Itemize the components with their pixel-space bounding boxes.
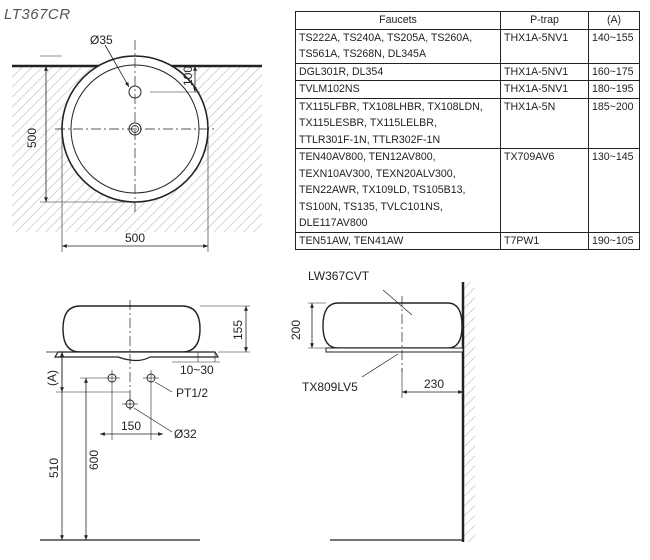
faucet-line: TEN22AWR, TX109LD, TS105B13, <box>299 184 466 196</box>
table-row: TS222A, TS240A, TS205A, TS260A, TS561A, T… <box>295 28 640 64</box>
faucet-line: TX115LESBR, TX115LELBR, <box>299 117 437 129</box>
width-label: 500 <box>125 231 145 245</box>
faucets-cell: TEN51AW, TEN41AW <box>295 231 501 250</box>
wall-hatch-side <box>463 282 475 542</box>
basin-rim <box>53 351 220 362</box>
ptrap-cell: THX1A-5NV1 <box>500 28 589 64</box>
faucet-line: DGL301R, DL354 <box>299 65 384 78</box>
faucet-line: TX115LFBR, TX108LHBR, TX108LDN, <box>299 100 483 113</box>
ptrap-cell: T7PW1 <box>500 231 589 250</box>
faucet-line: DLE117AV800 <box>299 217 368 229</box>
table-row: TEN40AV800, TEN12AV800, TEXN10AV300, TEXN… <box>295 148 640 233</box>
faucet-hole <box>128 85 142 99</box>
basin-side <box>322 302 463 349</box>
faucets-cell: TVLM102NS <box>295 80 501 99</box>
faucet-line: TS222A, TS240A, TS205A, TS260A, <box>299 31 473 44</box>
depth-label: 500 <box>25 128 39 148</box>
model-title: LT367CR <box>4 6 71 23</box>
ptrap-cell: THX1A-5NV1 <box>500 80 589 99</box>
a-cell: 140~155 <box>588 28 640 64</box>
faucets-cell: TEN40AV800, TEN12AV800, TEXN10AV300, TEXN… <box>295 148 501 233</box>
ptrap-cell: THX1A-5N <box>500 97 589 149</box>
wall-dist-label: 230 <box>424 377 444 391</box>
side-model-label: LW367CVT <box>308 269 370 283</box>
h510-label: 510 <box>47 458 61 478</box>
a-cell: 130~145 <box>588 148 640 233</box>
range-label: 10~30 <box>180 363 214 377</box>
spacing-label: 150 <box>121 419 141 433</box>
basin-front <box>62 305 201 353</box>
faucets-cell: DGL301R, DL354 <box>295 62 501 81</box>
height-label: 155 <box>231 320 245 340</box>
h600-label: 600 <box>87 450 101 470</box>
table-body: TS222A, TS240A, TS205A, TS260A, TS561A, T… <box>295 28 640 250</box>
a-cell: 190~105 <box>588 231 640 250</box>
ptrap-cell: TX709AV6 <box>500 148 589 233</box>
faucet-line: TS561A, TS268N, DL345A <box>299 48 427 60</box>
faucet-line: TEN40AV800, TEN12AV800, <box>299 151 436 163</box>
table-row: TX115LFBR, TX108LHBR, TX108LDN, TX115LESB… <box>295 97 640 149</box>
a-cell: 185~200 <box>588 97 640 149</box>
faucets-cell: TS222A, TS240A, TS205A, TS260A, TS561A, T… <box>295 28 501 64</box>
faucet-line: TVLM102NS <box>299 83 360 95</box>
faucet-line: TS100N, TS135, TVLC101NS, <box>299 200 443 213</box>
drain-model-label: TX809LV5 <box>302 380 358 394</box>
faucet-line: TTLR301F-1N, TTLR302F-1N <box>299 133 441 146</box>
a-label: (A) <box>45 370 59 386</box>
faucets-cell: TX115LFBR, TX108LHBR, TX108LDN, TX115LESB… <box>295 97 501 149</box>
thread-label: PT1/2 <box>176 386 208 400</box>
drain-dia-label: Ø32 <box>174 427 197 441</box>
offset-label: 100 <box>181 66 195 86</box>
front-view <box>40 300 250 541</box>
hole-dia-label: Ø35 <box>90 33 113 47</box>
side-height-label: 200 <box>289 320 303 340</box>
ptrap-header: P-trap <box>500 11 589 30</box>
faucet-line: TEXN10AV300, TEXN20ALV300, <box>299 167 456 180</box>
compatibility-table: Faucets P-trap (A) TS222A, TS240A, TS205… <box>295 11 640 250</box>
side-view <box>308 282 475 542</box>
a-cell: 160~175 <box>588 62 640 81</box>
faucet-line: TEN51AW, TEN41AW <box>299 234 404 247</box>
top-view <box>12 40 262 252</box>
